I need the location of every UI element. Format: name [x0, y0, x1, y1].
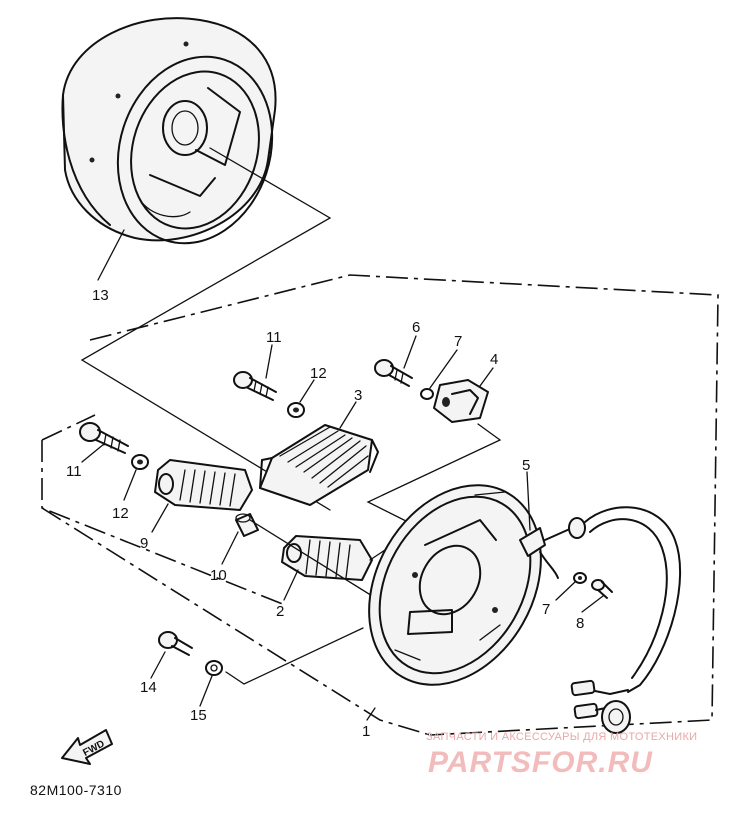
watermark: ЗАПЧАСТИ И АКСЕССУАРЫ ДЛЯ МОТОТЕХНИКИ PA…: [426, 731, 697, 779]
callout-9: 9: [140, 535, 148, 552]
callout-6: 6: [412, 319, 420, 336]
callout-numbers: 13 11 12 6 7 4 3 5 11 12 9 10 2 7 8 14 1…: [66, 287, 584, 740]
part-code: 82M100-7310: [30, 782, 122, 798]
washer-15: [205, 660, 223, 676]
stator-coil-3: [259, 424, 379, 506]
callout-14: 14: [140, 679, 157, 696]
pickup-coil-4: [433, 379, 489, 423]
callout-1: 1: [362, 723, 370, 740]
flywheel-rotor-13: [61, 17, 277, 245]
washer-12-lower: [131, 454, 149, 470]
callout-12-lower: 12: [112, 505, 129, 522]
leader-rotor: [80, 147, 332, 511]
leader-pickup: [366, 423, 502, 529]
screw-8: [591, 579, 613, 599]
watermark-logo: PARTSFOR.RU: [428, 746, 653, 779]
spacer-10: [235, 513, 259, 537]
callout-7-upper: 7: [454, 333, 462, 350]
stator-coil-9: [154, 459, 253, 511]
callout-7-lower: 7: [542, 601, 550, 618]
callout-4: 4: [490, 351, 498, 368]
watermark-tagline: ЗАПЧАСТИ И АКСЕССУАРЫ ДЛЯ МОТОТЕХНИКИ: [426, 731, 697, 743]
leader-bolt-14: [225, 627, 364, 685]
assembly-outline: [41, 274, 719, 736]
washer-7-upper: [420, 388, 434, 400]
washer-7-lower: [573, 572, 587, 584]
callout-8: 8: [576, 615, 584, 632]
callout-11-lower: 11: [66, 463, 82, 480]
callout-10: 10: [210, 567, 227, 584]
washer-12-upper: [287, 402, 305, 418]
callout-15: 15: [190, 707, 207, 724]
callout-lines: [81, 229, 604, 721]
screw-6: [374, 359, 413, 387]
bolt-11-upper: [233, 371, 277, 401]
callout-12-upper: 12: [310, 365, 327, 382]
callout-3: 3: [354, 387, 362, 404]
callout-11-upper: 11: [266, 329, 282, 346]
fwd-arrow-icon: FWD: [61, 729, 113, 765]
callout-2: 2: [276, 603, 284, 620]
harness-5: [519, 506, 682, 734]
stator-coil-2: [281, 535, 373, 581]
callout-13: 13: [92, 287, 109, 304]
callout-5: 5: [522, 457, 530, 474]
stator-plate-1: [368, 484, 542, 686]
bolt-11-lower: [79, 422, 129, 454]
bolt-14: [158, 631, 193, 656]
